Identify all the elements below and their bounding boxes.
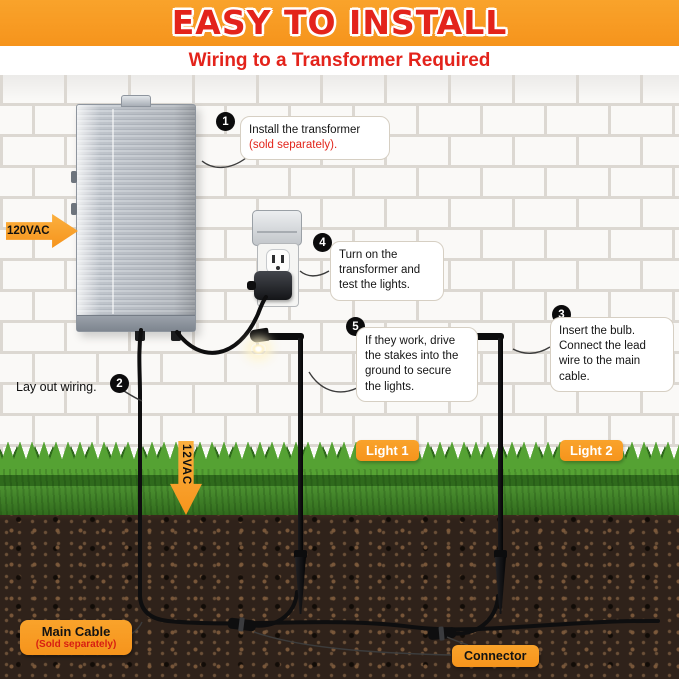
- connector-2-ring: [438, 626, 445, 641]
- light-arm: [258, 333, 304, 340]
- outlet-cover: [252, 210, 302, 246]
- step-2-marker: 2: [110, 374, 129, 393]
- path-light-1: [249, 327, 330, 620]
- light-pole: [498, 338, 503, 552]
- transformer-seam: [112, 109, 115, 314]
- outlet-slot: [272, 255, 275, 263]
- leader-step2: [123, 390, 143, 402]
- leader-step1: [201, 157, 247, 169]
- transformer-knob: [71, 203, 77, 215]
- light-glow: [251, 343, 266, 355]
- step-4-text: Turn on the transformer and test the lig…: [339, 249, 421, 292]
- light-collar: [294, 550, 307, 558]
- lead-wire-1: [248, 590, 299, 628]
- outlet-ground-hole: [276, 266, 280, 270]
- step-5-bubble: If they work, drive the stakes into the …: [356, 327, 478, 402]
- subtitle-band: Wiring to a Transformer Required: [0, 46, 679, 75]
- leader-connector-2: [446, 636, 469, 646]
- header-banner: [0, 0, 679, 46]
- light-collar: [494, 550, 507, 558]
- light-stake: [495, 557, 506, 614]
- step-4-bubble: Turn on the transformer and test the lig…: [330, 241, 444, 301]
- lead-wire-2: [448, 594, 500, 636]
- leader-connector-1: [253, 631, 452, 656]
- connector-label: Connector: [452, 645, 539, 667]
- outlet-slot: [281, 255, 284, 263]
- main-cable-title: Main Cable: [41, 624, 111, 639]
- power-cord: [175, 295, 268, 355]
- step-3-bubble: Insert the bulb. Connect the lead wire t…: [550, 317, 674, 392]
- connector-1-ring: [238, 617, 245, 632]
- step-1-bubble: Install the transformer (sold separately…: [240, 116, 390, 161]
- leader-step4: [299, 270, 330, 277]
- page-title: EASY TO INSTALL: [171, 3, 508, 42]
- step-1-note: (sold separately).: [249, 139, 338, 152]
- light-2-label: Light 2: [560, 440, 623, 461]
- transformer-box: [71, 95, 196, 341]
- outlet-cover-line: [257, 231, 297, 233]
- step-5-text: If they work, drive the stakes into the …: [365, 335, 459, 393]
- light-arm: [458, 333, 504, 340]
- leader-step5: [308, 371, 358, 393]
- cable-gland: [171, 329, 181, 341]
- leader-main-cable: [130, 621, 143, 635]
- step-4-marker: 4: [313, 233, 332, 252]
- light-head: [249, 327, 270, 344]
- transformer-knob: [71, 171, 77, 183]
- step-2-text: Lay out wiring.: [16, 380, 97, 394]
- power-plug: [247, 271, 292, 300]
- cable-connectors: [227, 617, 457, 641]
- light-pole: [298, 338, 303, 552]
- step-1-text: Install the transformer: [249, 124, 361, 136]
- input-voltage-label: 120VAC: [7, 225, 50, 237]
- main-cable-label: Main Cable (Sold separately): [20, 620, 132, 655]
- main-cable-note: (Sold separately): [35, 639, 117, 650]
- step-3-text: Insert the bulb. Connect the lead wire t…: [559, 325, 646, 383]
- light-stake: [295, 557, 306, 614]
- step-1-marker: 1: [216, 112, 235, 131]
- leader-step3: [512, 346, 551, 354]
- output-voltage-label: 12VAC: [180, 444, 192, 486]
- page-subtitle: Wiring to a Transformer Required: [188, 49, 491, 71]
- light-1-label: Light 1: [356, 440, 419, 461]
